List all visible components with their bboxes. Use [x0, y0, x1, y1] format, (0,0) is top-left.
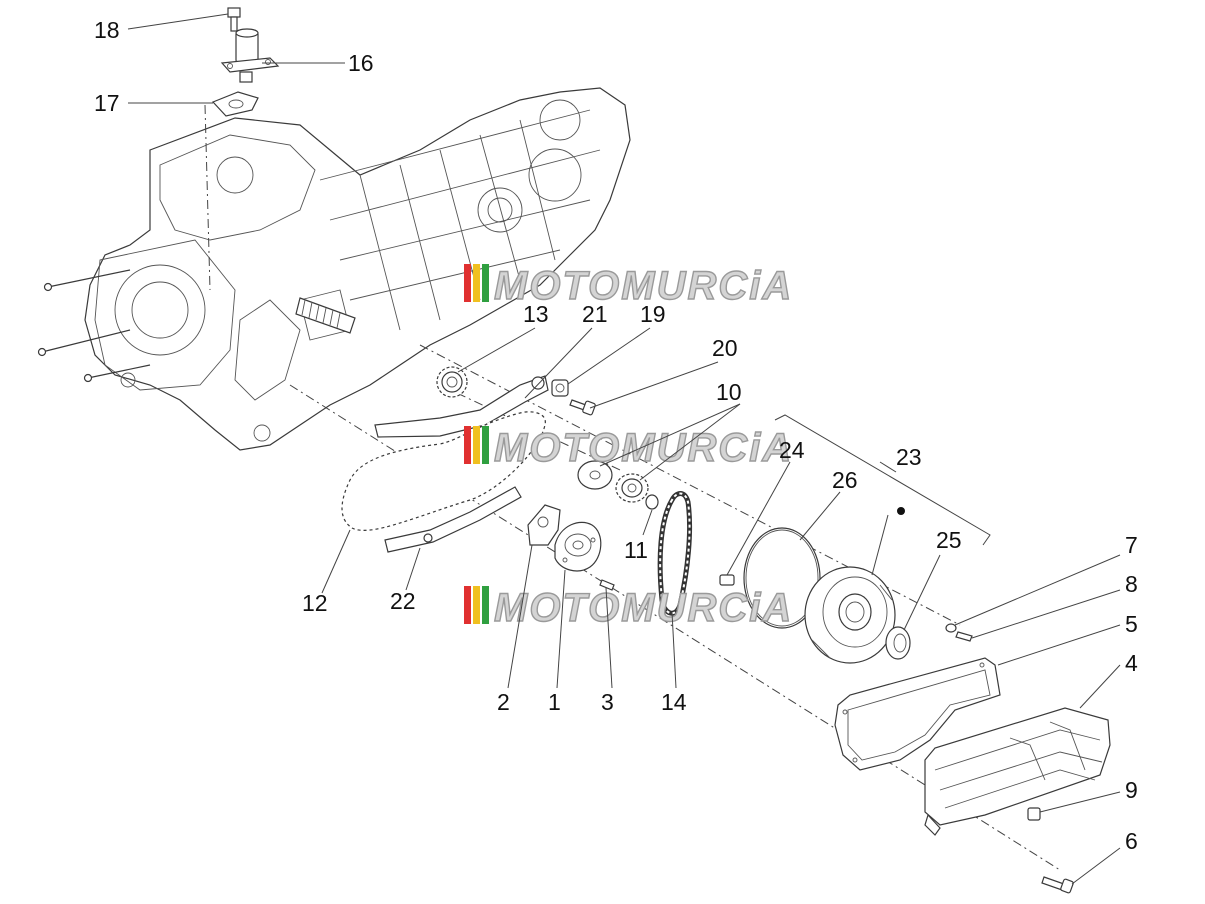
callout-1: 1 [548, 689, 561, 715]
chain-guide-lower [384, 486, 522, 553]
watermark-stripe-green [482, 264, 489, 302]
callout-8: 8 [1125, 571, 1138, 597]
drive-sprocket [436, 366, 468, 398]
cover-pin [719, 574, 735, 586]
callout-26: 26 [832, 467, 858, 493]
cylinder-studs [37, 269, 151, 383]
group-bracket [774, 414, 991, 546]
chain-tensioner [220, 28, 280, 83]
pump-sprocket [615, 473, 649, 503]
callout-16: 16 [348, 50, 374, 76]
callout-6: 6 [1125, 828, 1138, 854]
callout-4: 4 [1125, 650, 1138, 676]
thrust-washer [577, 460, 613, 490]
callout-18: 18 [94, 17, 120, 43]
callout-17: 17 [94, 90, 120, 116]
watermark-text: MOTOMURCiA [494, 264, 793, 308]
callout-19: 19 [640, 301, 666, 327]
callout-25: 25 [936, 527, 962, 553]
watermark-lower: MOTOMURCiA [464, 585, 793, 631]
pump-screw [599, 579, 615, 591]
watermark-stripe-red [464, 264, 471, 302]
washer [945, 623, 957, 633]
leader-lines [127, 13, 1121, 885]
callout-24: 24 [779, 437, 805, 463]
callout-22: 22 [390, 588, 416, 614]
tensioner-gasket [211, 91, 259, 117]
guide-screw [569, 399, 596, 416]
callout-3: 3 [601, 689, 614, 715]
reference-dot [897, 507, 905, 515]
callout-20: 20 [712, 335, 738, 361]
callout-5: 5 [1125, 611, 1138, 637]
oil-seal [885, 626, 911, 660]
pump-drive-chain [657, 491, 693, 616]
crankshaft-end [295, 297, 356, 334]
callout-21: 21 [582, 301, 608, 327]
callout-10: 10 [716, 379, 742, 405]
oil-pump [554, 521, 602, 572]
oil-sump [924, 707, 1111, 836]
callout-11: 11 [624, 537, 648, 563]
spacer-bushing [551, 379, 569, 397]
timing-chain [341, 410, 547, 532]
callout-9: 9 [1125, 777, 1138, 803]
callout-labels: 18 16 17 13 21 19 20 10 24 23 26 25 7 8 … [94, 17, 1138, 854]
callout-14: 14 [661, 689, 687, 715]
watermark-text: MOTOMURCiA [494, 586, 793, 630]
watermark-stripe-yellow [473, 264, 480, 302]
sump-gasket [834, 657, 1001, 771]
tensioner-bolt [227, 7, 241, 32]
crankcase-housing [84, 87, 631, 451]
circlip [645, 494, 659, 510]
pump-cover-plate [527, 504, 561, 546]
chain-guide-upper [374, 375, 549, 438]
o-ring [743, 527, 821, 629]
sump-bolt [1041, 876, 1074, 894]
screw [955, 631, 973, 642]
callout-7: 7 [1125, 532, 1138, 558]
pump-cover [804, 566, 896, 664]
watermark-upper: MOTOMURCiA [464, 263, 793, 309]
callout-2: 2 [497, 689, 510, 715]
watermark-text: MOTOMURCiA [494, 426, 793, 470]
callout-23: 23 [896, 444, 922, 470]
callout-13: 13 [523, 301, 549, 327]
callout-12: 12 [302, 590, 328, 616]
watermark-middle: MOTOMURCiA [464, 425, 793, 471]
